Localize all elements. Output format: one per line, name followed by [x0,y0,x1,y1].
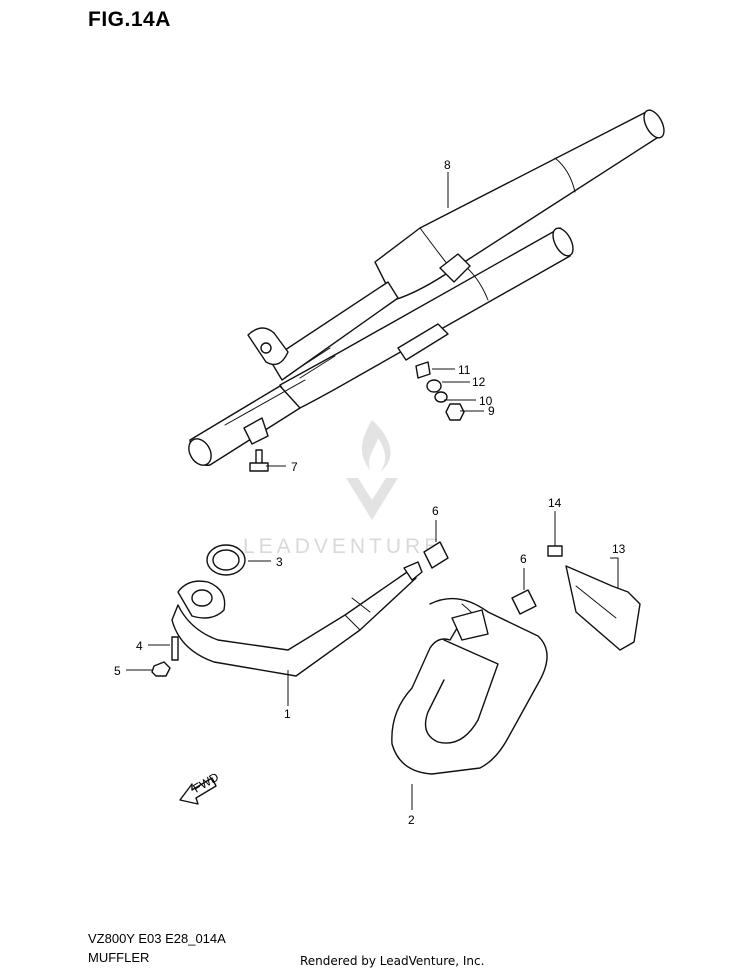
callout-2: 2 [408,813,415,827]
callout-11: 11 [458,363,471,377]
part-6-connector-a [423,541,449,569]
part-7-bolt [249,449,269,472]
watermark-text: LEADVENTURE [243,535,442,558]
callout-4: 4 [136,639,143,653]
part-2-exhaust-pipe [391,597,548,775]
callout-5: 5 [114,664,121,678]
callout-3: 3 [276,555,283,569]
part-5-nut [151,661,171,677]
part-1-exhaust-pipe [171,561,423,677]
callout-7: 7 [291,460,298,474]
part-13-heat-guard [565,565,641,651]
callout-6-upper: 6 [432,504,439,518]
fwd-direction-arrow: FWD [179,770,221,805]
callout-10: 10 [479,394,493,408]
callout-6-lower: 6 [520,552,527,566]
part-8-muffler-assembly [188,109,665,466]
callout-13: 13 [612,542,626,556]
callout-1: 1 [284,707,291,721]
part-6-connector-b [511,589,537,615]
section-name: MUFFLER [88,950,150,965]
callout-8: 8 [444,158,451,172]
parts-mounting-hardware [415,361,465,421]
model-code: VZ800Y E03 E28_014A [88,931,226,946]
figure-title: FIG.14A [88,8,171,31]
part-14-bolt [547,545,563,557]
callout-14: 14 [548,496,562,510]
callout-labels: 8 11 12 10 9 7 6 14 3 6 13 4 5 1 2 [114,158,626,827]
callout-12: 12 [472,375,486,389]
leadventure-watermark: LEADVENTURE [243,420,442,558]
leader-lines [126,172,619,810]
callout-9: 9 [488,404,495,418]
part-4-stud [171,636,179,661]
render-credit: Rendered by LeadVenture, Inc. [300,954,485,968]
part-3-gasket [206,544,246,576]
